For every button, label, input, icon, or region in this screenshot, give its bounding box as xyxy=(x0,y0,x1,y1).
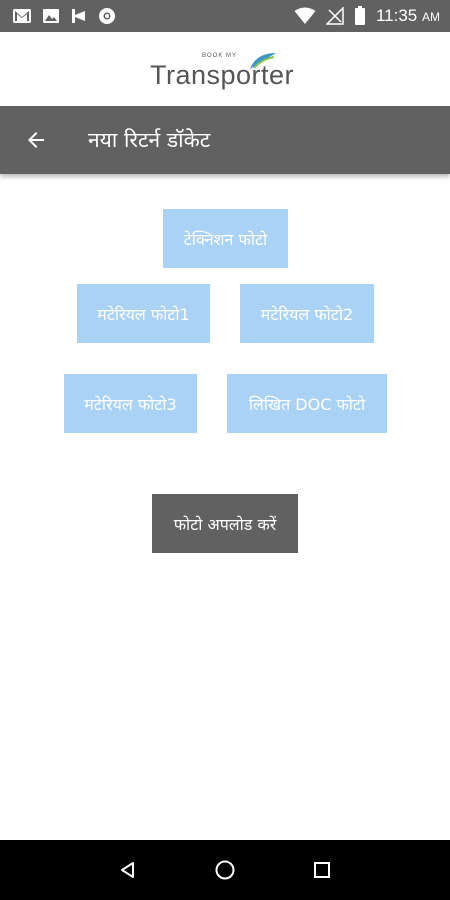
chrome-icon xyxy=(98,7,116,25)
material-photo-1-button[interactable]: मटेरियल फोटो1 xyxy=(77,284,210,343)
flag-icon xyxy=(70,8,88,24)
wifi-icon xyxy=(294,7,316,25)
upload-photo-label: फोटो अपलोड करें xyxy=(173,514,277,534)
nav-back-button[interactable] xyxy=(108,850,148,890)
page-title: नया रिटर्न डॉकेट xyxy=(88,128,211,152)
square-recents-icon xyxy=(313,862,330,878)
navigation-bar xyxy=(0,840,450,900)
technician-photo-button[interactable]: टेक्निशन फोटो xyxy=(163,209,288,268)
logo-area: BOOK MY Transporter xyxy=(0,32,450,106)
leaf-icon xyxy=(250,53,276,69)
written-doc-photo-button[interactable]: लिखित DOC फोटो xyxy=(227,374,387,433)
status-bar: 11:35 AM xyxy=(0,0,450,32)
arrow-back-icon xyxy=(28,132,44,148)
material-photo-1-label: मटेरियल फोटो1 xyxy=(97,304,190,324)
upload-photo-button[interactable]: फोटो अपलोड करें xyxy=(152,494,298,553)
app-bar: नया रिटर्न डॉकेट xyxy=(0,106,450,174)
written-doc-photo-label: लिखित DOC फोटो xyxy=(248,394,366,414)
material-photo-2-button[interactable]: मटेरियल फोटो2 xyxy=(240,284,374,343)
battery-icon xyxy=(354,6,366,26)
material-photo-2-label: मटेरियल फोटो2 xyxy=(260,304,354,324)
logo-small-text: BOOK MY xyxy=(202,53,238,59)
triangle-back-icon xyxy=(121,862,135,878)
app-logo: BOOK MY Transporter xyxy=(150,43,300,95)
back-button[interactable] xyxy=(0,106,72,174)
logo-main-text: Transporter xyxy=(150,60,295,90)
material-photo-3-button[interactable]: मटेरियल फोटो3 xyxy=(64,374,197,433)
image-icon xyxy=(42,8,60,24)
material-photo-3-label: मटेरियल फोटो3 xyxy=(84,394,177,414)
status-time: 11:35 AM xyxy=(375,6,440,25)
signal-icon xyxy=(325,7,344,25)
gmail-icon xyxy=(12,8,32,24)
nav-home-button[interactable] xyxy=(205,850,245,890)
circle-home-icon xyxy=(215,860,235,880)
technician-photo-label: टेक्निशन फोटो xyxy=(183,229,268,249)
nav-recents-button[interactable] xyxy=(302,850,342,890)
